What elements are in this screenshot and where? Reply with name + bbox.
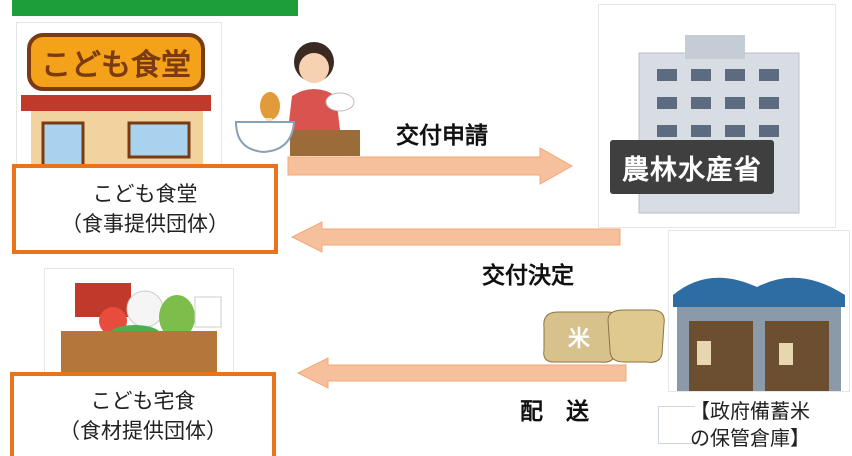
shop-building-icon [21, 95, 211, 177]
warehouse-label-line2: の保管倉庫】 [690, 426, 810, 450]
ministry-illustration [598, 4, 836, 228]
decision-arrow [290, 221, 621, 253]
food-box-illustration [44, 268, 234, 380]
decision-label: 交付決定 [482, 263, 574, 289]
cafeteria-label-line2: （食事提供団体） [61, 212, 229, 236]
delivery-label-line2: （食材提供団体） [59, 419, 227, 443]
header-banner [12, 0, 298, 16]
cafeteria-illustration: こども食堂 [16, 22, 222, 177]
warehouse-illustration [668, 230, 850, 392]
food-box-icon [61, 283, 222, 375]
delivery-label: 配 送 [520, 399, 589, 425]
warehouse-label-line1: 【政府備蓄米 [690, 399, 810, 423]
delivery-label-box: こども宅食 （食材提供団体） [10, 372, 276, 456]
cafeteria-label-line1: こども食堂 [92, 181, 198, 206]
delivery-arrow [296, 357, 627, 389]
apply-arrow [287, 147, 574, 185]
person-eating-icon [234, 42, 360, 156]
cafeteria-label-box: こども食堂 （食事提供団体） [12, 164, 278, 254]
rice-bag-icon: 米 [543, 309, 665, 363]
rice-bag-text: 米 [568, 327, 591, 352]
apply-label: 交付申請 [396, 123, 488, 149]
warehouse-label: 【政府備蓄米 の保管倉庫】 [690, 398, 850, 452]
delivery-label-line1: こども宅食 [90, 388, 196, 413]
shop-sign: こども食堂 [27, 33, 205, 91]
ministry-sign: 農林水産省 [610, 140, 774, 194]
warehouse-icon [673, 277, 845, 391]
warehouse-tag-frame [658, 406, 695, 444]
